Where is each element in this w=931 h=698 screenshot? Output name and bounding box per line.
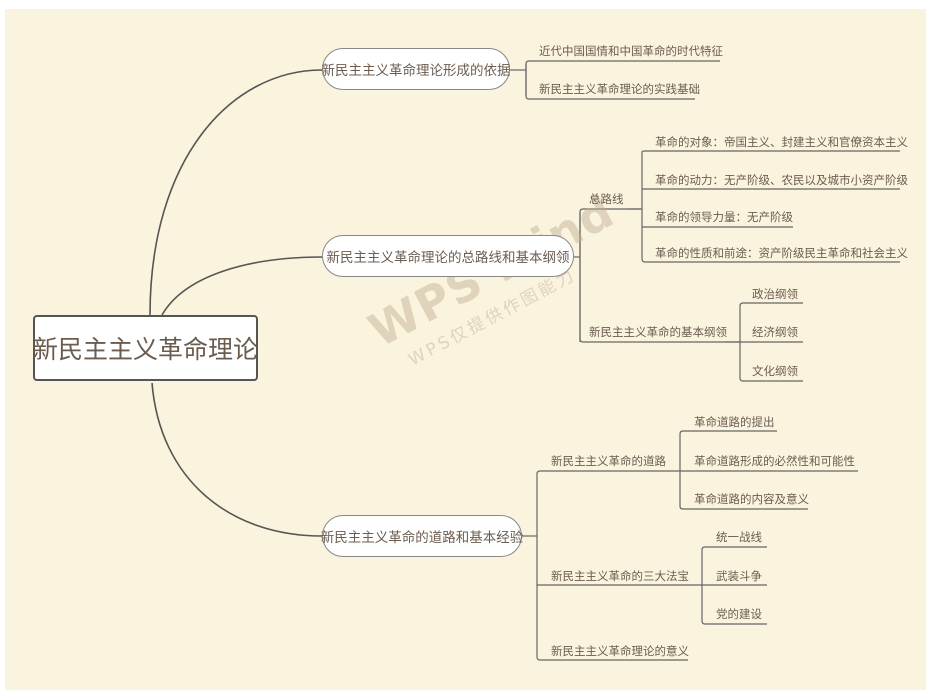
branch-label: 新民主主义革命理论形成的依据 <box>321 63 511 79</box>
branch-label: 新民主主义革命的道路和基本经验 <box>320 530 524 546</box>
leaf-revolution-target[interactable]: 革命的对象：帝国主义、封建主义和官僚资本主义 <box>655 135 908 149</box>
leaf-armed-struggle[interactable]: 武装斗争 <box>716 569 762 583</box>
leaf-revolution-nature[interactable]: 革命的性质和前途：资产阶级民主革命和社会主义 <box>655 246 908 260</box>
leaf-economic-program[interactable]: 经济纲领 <box>752 325 798 339</box>
leaf-revolution-leadership[interactable]: 革命的领导力量：无产阶级 <box>655 210 793 224</box>
leaf-road-necessity[interactable]: 革命道路形成的必然性和可能性 <box>694 454 855 468</box>
leaf-united-front[interactable]: 统一战线 <box>716 530 762 544</box>
branch-general-line[interactable]: 新民主主义革命理论的总路线和基本纲领 <box>322 235 574 277</box>
subbranch-general-line[interactable]: 总路线 <box>589 192 624 206</box>
leaf-road-content[interactable]: 革命道路的内容及意义 <box>694 492 809 506</box>
leaf-revolution-motive-force[interactable]: 革命的动力：无产阶级、农民以及城市小资产阶级 <box>655 173 908 187</box>
leaf-theory-significance[interactable]: 新民主主义革命理论的意义 <box>551 644 689 658</box>
leaf-cultural-program[interactable]: 文化纲领 <box>752 364 798 378</box>
leaf-party-building[interactable]: 党的建设 <box>716 607 762 621</box>
leaf-national-conditions[interactable]: 近代中国国情和中国革命的时代特征 <box>539 44 723 58</box>
subbranch-basic-program[interactable]: 新民主主义革命的基本纲领 <box>589 325 727 339</box>
leaf-political-program[interactable]: 政治纲领 <box>752 287 798 301</box>
root-label: 新民主主义革命理论 <box>33 335 259 364</box>
root-node[interactable]: 新民主主义革命理论 <box>33 315 258 381</box>
subbranch-three-magic-weapons[interactable]: 新民主主义革命的三大法宝 <box>551 569 689 583</box>
branch-road-experience[interactable]: 新民主主义革命的道路和基本经验 <box>320 515 524 557</box>
subbranch-revolution-road[interactable]: 新民主主义革命的道路 <box>551 454 666 468</box>
branch-label: 新民主主义革命理论的总路线和基本纲领 <box>326 250 570 266</box>
branch-basis[interactable]: 新民主主义革命理论形成的依据 <box>321 48 511 90</box>
leaf-road-proposal[interactable]: 革命道路的提出 <box>694 415 775 429</box>
leaf-practical-basis[interactable]: 新民主主义革命理论的实践基础 <box>539 82 700 96</box>
